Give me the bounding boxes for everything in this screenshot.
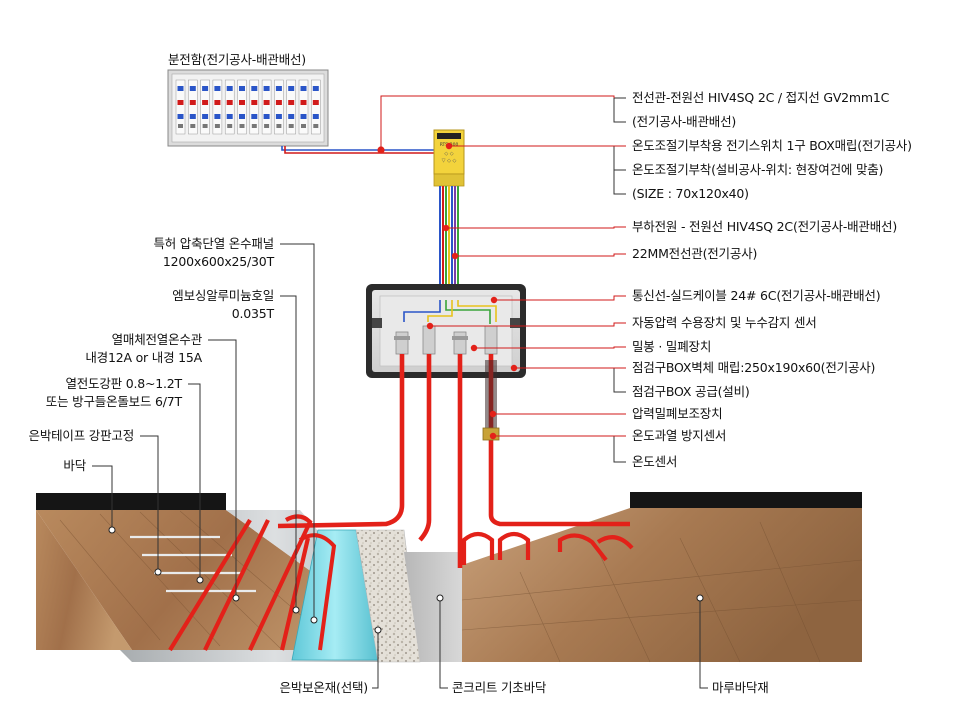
- right-label: 온도과열 방지센서: [632, 428, 727, 443]
- leader-line: [494, 295, 626, 301]
- thermostat-switch-box: RTS-300 ◇ ◇ ▽ ◇ ◇: [433, 129, 465, 187]
- left-label-line1: 은박테이프 강판고정: [28, 428, 135, 443]
- steel-plate-rails: [130, 535, 256, 593]
- leader-line: [280, 295, 297, 610]
- right-label: 통신선-실드케이블 24# 6C(전기공사-배관배선): [632, 288, 881, 303]
- bottom-leader-lines: [372, 594, 708, 689]
- right-label: 온도센서: [632, 454, 678, 469]
- right-label: 점검구BOX 공급(설비): [632, 384, 750, 399]
- left-label: 특허 압축단열 온수패널 1200x600x25/30T: [153, 236, 274, 269]
- leader-line: [430, 322, 626, 327]
- left-label: 바닥: [63, 458, 86, 473]
- left-label-line1: 열매체전열온수관: [111, 332, 203, 347]
- left-label-line2: 1200x600x25/30T: [162, 254, 274, 269]
- leader-dot: [426, 322, 434, 330]
- leader-line: [474, 346, 626, 349]
- leader-dot: [510, 364, 518, 372]
- leader-dot: [232, 594, 240, 602]
- left-label-line2: 0.035T: [231, 306, 274, 321]
- left-label: 은박테이프 강판고정: [28, 428, 135, 443]
- left-label-line1: 열전도강판 0.8~1.2T: [65, 376, 182, 391]
- leader-dot: [489, 410, 497, 418]
- leader-dot: [154, 568, 162, 576]
- right-label: (SIZE : 70x120x40): [632, 186, 749, 201]
- leader-line: [446, 226, 626, 229]
- leader-line: [455, 253, 626, 257]
- wire-bundle: [439, 186, 459, 300]
- bracket-line: [613, 367, 626, 393]
- right-label: 밀봉 · 밀폐장치: [632, 339, 712, 354]
- leader-dot: [451, 252, 459, 260]
- left-label-line1: 엠보싱알루미늄호일: [172, 288, 274, 303]
- leader-dot: [310, 616, 318, 624]
- panel-to-thermostat-wires: [281, 146, 436, 154]
- right-label: 부하전원 - 전원선 HIV4SQ 2C(전기공사-배관배선): [632, 219, 898, 234]
- distribution-panel: [167, 69, 329, 147]
- bottom-label: 마루바닥재: [712, 680, 769, 695]
- leader-dot: [292, 606, 300, 614]
- svg-text:◇ ◇: ◇ ◇: [444, 151, 453, 157]
- leader-dot: [196, 576, 204, 584]
- left-label-line1: 특허 압축단열 온수패널: [153, 236, 274, 251]
- left-label-line1: 바닥: [63, 458, 86, 473]
- leader-line: [208, 339, 237, 598]
- right-label: 온도조절기부착용 전기스위치 1구 BOX매립(전기공사): [632, 138, 912, 153]
- leader-dot: [442, 224, 450, 232]
- leader-line: [439, 598, 448, 689]
- right-label: 22MM전선관(전기공사): [632, 246, 758, 261]
- left-label-line2: 또는 방구들온돌보드 6/7T: [45, 394, 182, 409]
- inspection-box: [366, 284, 526, 378]
- svg-text:▽ ◇ ◇: ▽ ◇ ◇: [442, 158, 457, 164]
- leader-dot: [436, 594, 444, 602]
- sensor-sleeve: [485, 360, 497, 434]
- supply-pipes: [277, 354, 630, 568]
- leader-line: [372, 630, 379, 689]
- leader-dot: [489, 432, 497, 440]
- right-heating-loops: [461, 531, 634, 565]
- bracket-line: [613, 97, 626, 123]
- right-label: 점검구BOX벽체 매립:250x190x60(전기공사): [632, 360, 876, 375]
- leader-line: [140, 435, 159, 572]
- leader-dot: [490, 296, 498, 304]
- left-label-line2: 내경12A or 내경 15A: [85, 350, 202, 365]
- right-label: 전선관-전원선 HIV4SQ 2C / 접지선 GV2mm1C: [632, 90, 890, 105]
- leader-dot: [445, 142, 453, 150]
- panel-label: 분전함(전기공사-배관배선): [168, 52, 306, 67]
- leader-dot: [470, 344, 478, 352]
- bracket-line: [613, 435, 626, 463]
- right-leader-lines: [380, 95, 626, 463]
- left-label: 엠보싱알루미늄호일 0.035T: [172, 288, 274, 321]
- right-label: 자동압력 수용장치 및 누수감지 센서: [632, 315, 817, 330]
- left-leader-lines: [92, 243, 318, 624]
- bottom-label: 은박보온재(선택): [279, 680, 369, 695]
- right-label: (전기공사-배관배선): [632, 114, 737, 129]
- leader-line: [699, 598, 708, 689]
- right-floor-section: [461, 492, 863, 663]
- right-label: 온도조절기부착(설비공사-위치: 현장여건에 맞춤): [632, 162, 884, 177]
- leader-dot: [374, 626, 382, 634]
- left-label: 열전도강판 0.8~1.2T 또는 방구들온돌보드 6/7T: [46, 376, 182, 409]
- concrete-base-strip: [404, 552, 462, 662]
- leader-line: [280, 243, 315, 620]
- leader-line: [188, 383, 201, 580]
- leader-line: [92, 465, 113, 530]
- bottom-label: 콘크리트 기초바닥: [452, 680, 547, 695]
- leader-dot: [696, 594, 704, 602]
- right-label: 압력밀폐보조장치: [632, 406, 723, 421]
- leader-line: [380, 95, 615, 150]
- leader-dot: [108, 526, 116, 534]
